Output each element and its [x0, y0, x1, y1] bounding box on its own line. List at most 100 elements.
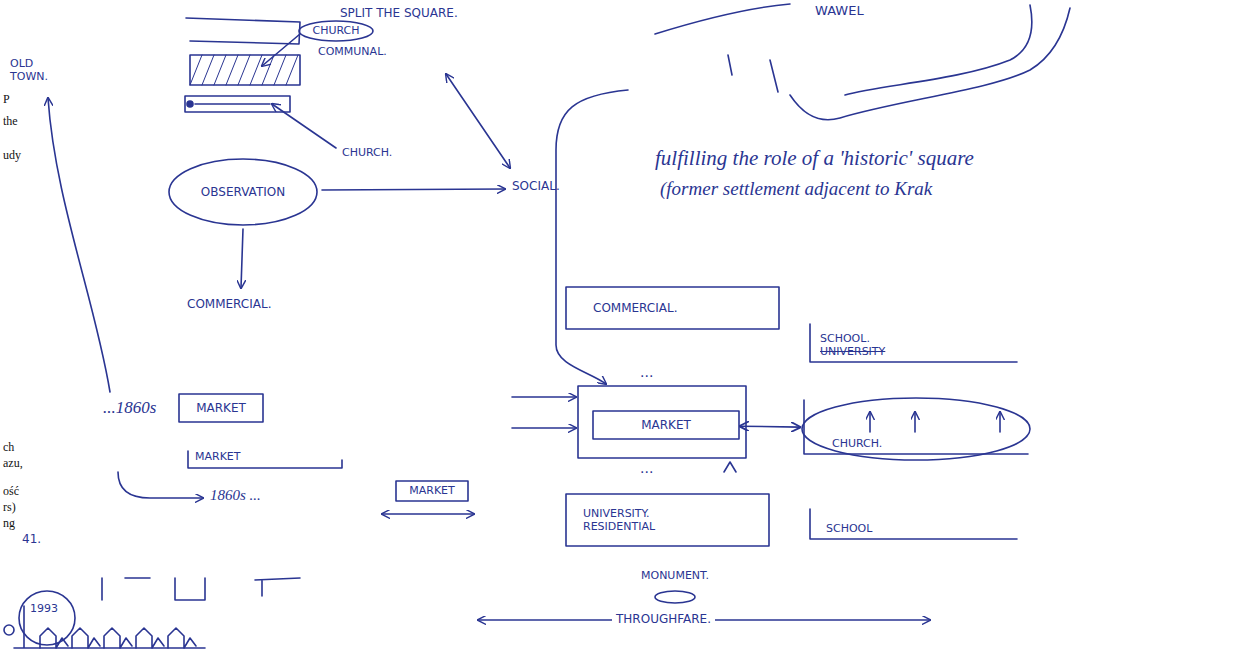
flow-arrow	[241, 229, 243, 288]
node-text: SCHOOL.	[820, 332, 870, 345]
box-outline	[593, 411, 739, 439]
bracket-node: CHURCH.	[800, 396, 1032, 462]
curved-arrow	[118, 472, 203, 498]
bar-dot	[187, 101, 193, 107]
up-arrow	[914, 412, 916, 432]
river-line	[845, 5, 1032, 95]
handwritten-note: 1860s ...	[210, 486, 261, 504]
ellipse-outline	[19, 591, 75, 645]
curved-arrow	[48, 98, 110, 392]
up-arrow	[869, 412, 871, 432]
printed-fragment: rs)	[3, 500, 16, 514]
skyline-steps	[102, 578, 300, 600]
bracket-arrow	[556, 90, 628, 384]
river-line	[790, 8, 1070, 120]
node-text: CHURCH	[312, 24, 359, 37]
handwritten-label: THROUGHFARE.	[612, 612, 715, 626]
hatching	[190, 55, 298, 85]
node-text: MARKET	[196, 401, 246, 415]
outer-market-frame	[578, 386, 746, 458]
bracket-bar	[188, 451, 342, 468]
node-text: OBSERVATION	[201, 185, 285, 199]
skyline-roofs	[40, 628, 196, 648]
handwritten-note: fulfilling the role of a 'historic' squa…	[655, 146, 974, 171]
node-text: RESIDENTIAL	[583, 520, 655, 533]
text-holder: CHURCH.	[800, 396, 1032, 462]
ellipse-outline	[169, 159, 317, 225]
box-outline	[566, 494, 769, 546]
bracket-outline	[810, 324, 1017, 362]
node-text: UNIVERSITY	[820, 345, 885, 358]
handwritten-label: ...	[640, 364, 653, 381]
text-holder: MARKET	[185, 448, 345, 470]
bracket-outline	[810, 509, 1017, 539]
ellipse-node: CHURCH	[298, 20, 374, 42]
node-text: UNIVERSITY.	[583, 507, 650, 520]
origin-mark	[4, 625, 14, 635]
flow-arrow	[322, 189, 505, 190]
handwritten-label: OLD TOWN.	[10, 57, 60, 83]
handwritten-note: (former settlement adjacent to Krak	[660, 178, 932, 201]
handwritten-label: WAWEL	[815, 3, 864, 19]
text-holder: OBSERVATION	[168, 158, 318, 226]
bracket-node: MONUMENT.	[630, 568, 720, 604]
text-holder: MARKET	[178, 393, 264, 423]
node-text: MARKET	[195, 450, 241, 463]
handwritten-label: COMMERCIAL.	[187, 297, 271, 311]
text-holder: SCHOOL	[806, 505, 1021, 547]
shape-outline	[18, 590, 76, 646]
handwritten-label: ...	[640, 460, 653, 477]
highlight-ellipse	[802, 398, 1030, 460]
handwritten-note: ...1860s	[103, 398, 156, 418]
printed-fragment: the	[3, 114, 18, 128]
sketch-box: MARKET	[395, 480, 469, 502]
handwritten-label: SOCIAL.	[512, 179, 560, 193]
monument-ellipse	[655, 591, 695, 603]
up-arrow	[999, 412, 1001, 432]
printed-fragment: azu,	[3, 456, 23, 470]
text-holder: UNIVERSITY.RESIDENTIAL	[565, 493, 770, 547]
leader-arrow	[272, 104, 336, 148]
bracket-node: SCHOOL.UNIVERSITY	[806, 320, 1021, 370]
relation-arrow	[740, 425, 800, 428]
text-holder: MONUMENT.	[630, 568, 720, 604]
double-arrow	[382, 513, 474, 515]
text-holder: 1993	[18, 590, 76, 646]
box-outline	[566, 287, 779, 329]
square-bar	[186, 18, 300, 44]
ellipse-outline	[299, 21, 373, 41]
flow-arrow	[512, 427, 576, 429]
box-outline	[396, 481, 468, 501]
node-text: MARKET	[409, 484, 455, 497]
flow-arrow	[512, 396, 576, 398]
text-holder: MARKET	[395, 480, 469, 502]
thin-bar	[185, 96, 290, 112]
bracket-node: SCHOOL	[806, 505, 1021, 547]
text-holder: MARKET	[592, 410, 740, 440]
text-holder: COMMERCIAL.	[565, 286, 780, 330]
node-text: MONUMENT.	[641, 569, 709, 582]
printed-fragment: ość	[3, 484, 19, 498]
sketch-box: MARKET	[178, 393, 264, 423]
ellipse-node: 1993	[18, 590, 76, 646]
handwritten-label: COMMUNAL.	[318, 45, 387, 58]
chevron	[724, 462, 736, 472]
thin-bar-line	[195, 103, 270, 105]
node-text: 1993	[30, 602, 58, 615]
leader-arrow	[262, 34, 300, 66]
printed-fragment: P	[3, 92, 10, 106]
printed-fragment: ng	[3, 516, 15, 530]
node-text: SCHOOL	[826, 522, 872, 535]
handwritten-label: SPLIT THE SQUARE.	[340, 6, 458, 20]
sketch-box: UNIVERSITY.RESIDENTIAL	[565, 493, 770, 547]
node-text: MARKET	[641, 418, 691, 432]
river-line	[655, 4, 790, 34]
box-outline	[179, 394, 263, 422]
printed-fragment: udy	[3, 148, 21, 162]
sketch-box: MARKET	[592, 410, 740, 440]
text-holder: CHURCH	[298, 20, 374, 42]
printed-fragment: ch	[3, 440, 14, 454]
